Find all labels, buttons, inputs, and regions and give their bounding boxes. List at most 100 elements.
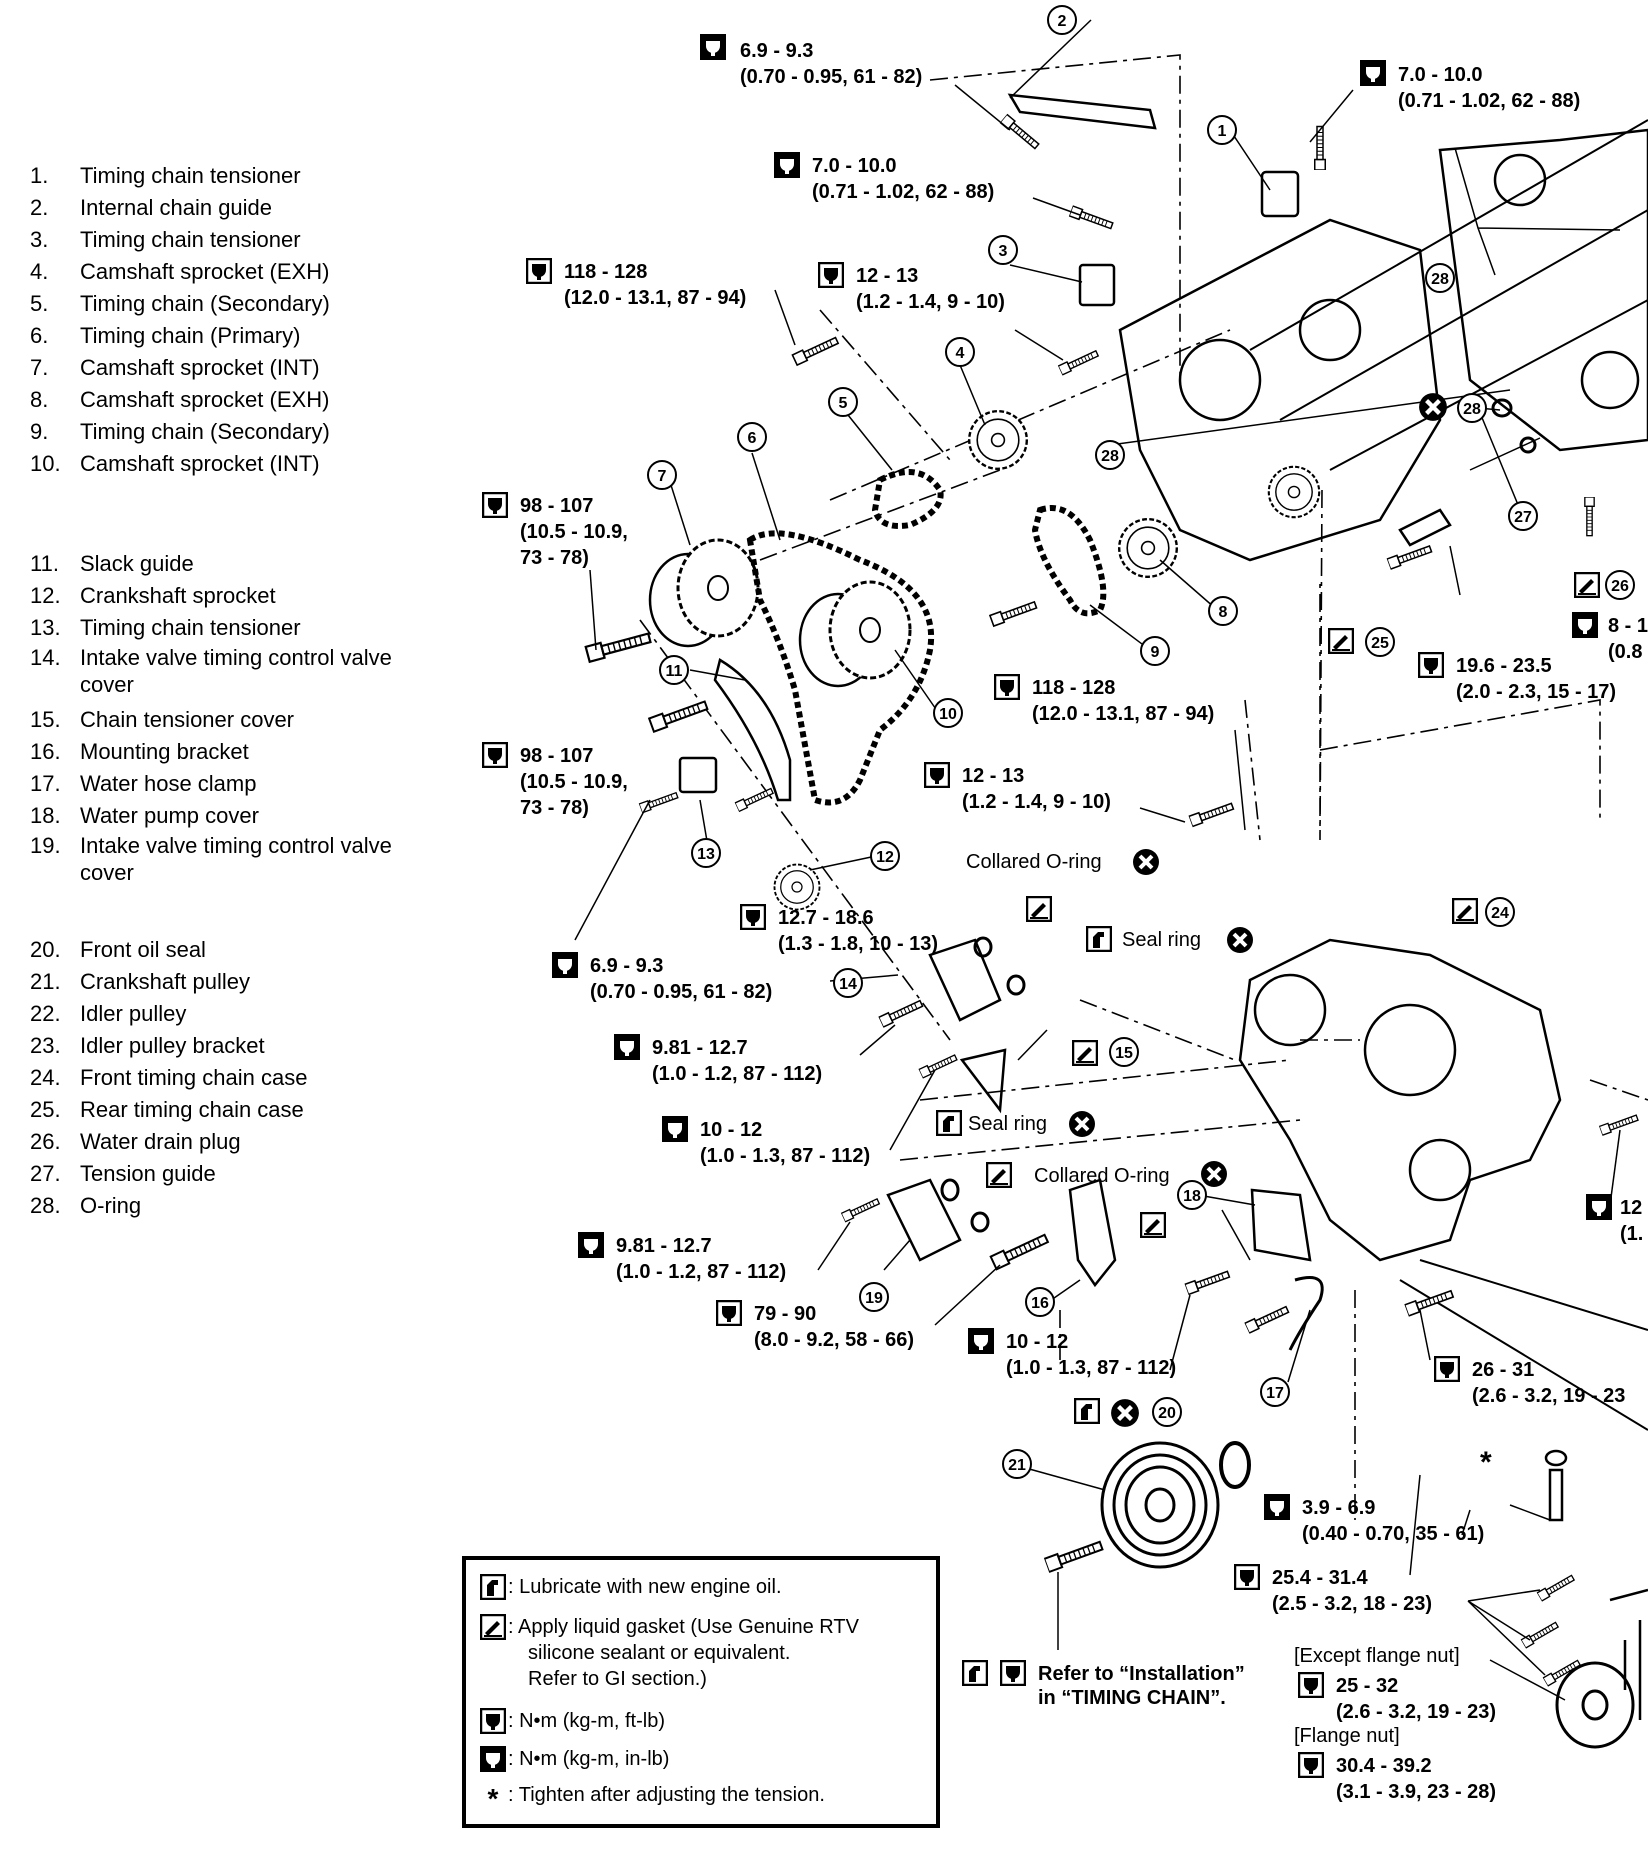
svg-text:28: 28 xyxy=(1101,448,1119,465)
svg-text:15: 15 xyxy=(1115,1045,1133,1062)
svg-text:(3.1 - 3.9, 23 - 28): (3.1 - 3.9, 23 - 28) xyxy=(1336,1781,1496,1803)
timing-chain-tensioner-13 xyxy=(678,756,718,794)
callout-19: 19 xyxy=(859,1282,889,1312)
nm-ftlb-icon xyxy=(1298,1672,1324,1698)
callout-14: 14 xyxy=(833,968,863,998)
bolt-t20b xyxy=(1520,1619,1560,1649)
nm-ftlb-icon xyxy=(1234,1564,1260,1590)
svg-text:26 - 31: 26 - 31 xyxy=(1472,1359,1534,1381)
bolt-t15 xyxy=(840,1196,881,1223)
svg-text:6: 6 xyxy=(748,430,757,447)
collared-oring-label-1: Collared O-ring xyxy=(966,848,1160,876)
liquid-gasket-icon xyxy=(1574,572,1600,598)
part-item-28: 28.O-ring xyxy=(30,1193,142,1218)
bolt-t20a xyxy=(1536,1572,1576,1602)
bolt-t13 xyxy=(877,997,925,1028)
callout-4: 4 xyxy=(945,337,975,367)
svg-text:(1.0 - 1.3, 87 - 112): (1.0 - 1.3, 87 - 112) xyxy=(1006,1357,1176,1379)
svg-text:9.81 - 12.7: 9.81 - 12.7 xyxy=(652,1037,748,1059)
svg-text:5: 5 xyxy=(839,395,848,412)
torque-label-t4: 118 - 128(12.0 - 13.1, 87 - 94) xyxy=(526,258,746,309)
callout-1: 1 xyxy=(1207,115,1237,145)
svg-text:20: 20 xyxy=(1158,1405,1176,1422)
svg-text:27: 27 xyxy=(1514,509,1532,526)
front-timing-chain-case xyxy=(1238,938,1648,1431)
part-item-26: 26.Water drain plug xyxy=(30,1129,241,1154)
annotations: Collared O-ring Seal ring Seal ring Coll… xyxy=(936,393,1600,1747)
part-item-21: 21.Crankshaft pulley xyxy=(30,969,250,994)
bolt-t4 xyxy=(791,334,841,366)
nm-inlb-icon xyxy=(614,1034,640,1060)
part-item-12: 12.Crankshaft sprocket xyxy=(30,583,276,608)
callout-12: 12 xyxy=(870,841,900,871)
timing-chain-secondary-9 xyxy=(1031,505,1107,617)
torque-label-t23: 8 - 1(0.8 xyxy=(1572,612,1648,663)
part-item-11: 11.Slack guide xyxy=(30,551,194,576)
bolt-t2 xyxy=(1313,125,1327,170)
camshaft-sprocket-exh-8 xyxy=(1117,518,1179,578)
torque-label-t20: 25.4 - 31.4(2.5 - 3.2, 18 - 23) xyxy=(1234,1564,1432,1615)
callout-15: 15 xyxy=(1109,1037,1139,1067)
valve-timing-control-cover-14 xyxy=(928,938,1002,1022)
engine-oil-icon xyxy=(962,1660,988,1686)
internal-chain-guide-2 xyxy=(1007,93,1157,130)
svg-text:16: 16 xyxy=(1031,1295,1049,1312)
svg-text:8: 8 xyxy=(1219,604,1228,621)
leader-lines xyxy=(574,19,1621,1701)
svg-text:2: 2 xyxy=(1058,13,1067,30)
idler-stud xyxy=(1544,1449,1568,1522)
part-item-2: 2.Internal chain guide xyxy=(30,195,273,220)
svg-text:73 - 78): 73 - 78) xyxy=(520,797,589,819)
discard-icon xyxy=(1226,926,1254,954)
nm-ftlb-icon xyxy=(1434,1356,1460,1382)
svg-text:(1.: (1. xyxy=(1620,1223,1643,1245)
torque-label-t11: 12.7 - 18.6(1.3 - 1.8, 10 - 13) xyxy=(740,904,938,955)
callout-17: 17 xyxy=(1260,1377,1290,1407)
svg-text:19.6 - 23.5: 19.6 - 23.5 xyxy=(1456,655,1552,677)
part-item-16: 16.Mounting bracket xyxy=(30,739,249,764)
svg-text:118 - 128: 118 - 128 xyxy=(1032,677,1115,699)
callout-18: 18 xyxy=(1177,1180,1207,1210)
bolt-t5 xyxy=(1057,348,1100,376)
part-item-23: 23.Idler pulley bracket xyxy=(30,1033,265,1058)
svg-text:12: 12 xyxy=(1620,1197,1642,1219)
callout-21: 21 xyxy=(1002,1449,1032,1479)
callout-7: 7 xyxy=(647,460,677,490)
idler-pulley-bracket-23 xyxy=(1609,1588,1648,1720)
svg-text:(0.40 - 0.70, 35 - 61): (0.40 - 0.70, 35 - 61) xyxy=(1302,1523,1484,1545)
discard-icon xyxy=(1111,1399,1139,1427)
nm-ftlb-icon xyxy=(1000,1660,1026,1686)
svg-text:14: 14 xyxy=(839,976,857,993)
torque-label-t3: 7.0 - 10.0(0.71 - 1.02, 62 - 88) xyxy=(774,152,994,203)
torque-label-t24: 12(1. xyxy=(1586,1194,1643,1245)
bolt-t9 xyxy=(647,697,710,733)
svg-text:(10.5 - 10.9,: (10.5 - 10.9, xyxy=(520,771,628,793)
svg-text:(2.0 - 2.3, 15 - 17): (2.0 - 2.3, 15 - 17) xyxy=(1456,681,1616,703)
torque-labels: 6.9 - 9.3(0.70 - 0.95, 61 - 82) 7.0 - 10… xyxy=(482,34,1648,1803)
svg-text:11: 11 xyxy=(666,663,683,680)
part-item-20: 20.Front oil seal xyxy=(30,937,206,962)
part-item-9: 9.Timing chain (Secondary) xyxy=(30,419,330,444)
nm-ftlb-icon xyxy=(1418,652,1444,678)
nm-ftlb-icon xyxy=(482,492,508,518)
torque-label-t10: 12 - 13(1.2 - 1.4, 9 - 10) xyxy=(924,762,1111,813)
nm-inlb-icon xyxy=(774,152,800,178)
liquid-gasket-icon xyxy=(1140,1212,1166,1238)
svg-text:7: 7 xyxy=(658,468,667,485)
svg-text:13: 13 xyxy=(697,846,715,863)
timing-chain-tensioner-1 xyxy=(1260,170,1300,218)
svg-text:79 - 90: 79 - 90 xyxy=(754,1303,816,1325)
svg-text:Seal ring: Seal ring xyxy=(968,1113,1047,1135)
svg-text:25: 25 xyxy=(1371,635,1389,652)
part-item-4: 4.Camshaft sprocket (EXH) xyxy=(30,259,330,284)
bolt-t17 xyxy=(1183,1268,1232,1296)
nm-inlb-icon xyxy=(1586,1194,1612,1220)
svg-text:(1.3 - 1.8, 10 - 13): (1.3 - 1.8, 10 - 13) xyxy=(778,933,938,955)
svg-text:(1.2 - 1.4, 9 - 10): (1.2 - 1.4, 9 - 10) xyxy=(856,291,1005,313)
nm-inlb-icon xyxy=(1572,612,1598,638)
svg-text:12 - 13: 12 - 13 xyxy=(962,765,1024,787)
svg-text:73 - 78): 73 - 78) xyxy=(520,547,589,569)
callout-20: 20 xyxy=(1152,1397,1182,1427)
svg-text:28: 28 xyxy=(1431,271,1449,288)
svg-text:Collared O-ring: Collared O-ring xyxy=(966,851,1102,873)
